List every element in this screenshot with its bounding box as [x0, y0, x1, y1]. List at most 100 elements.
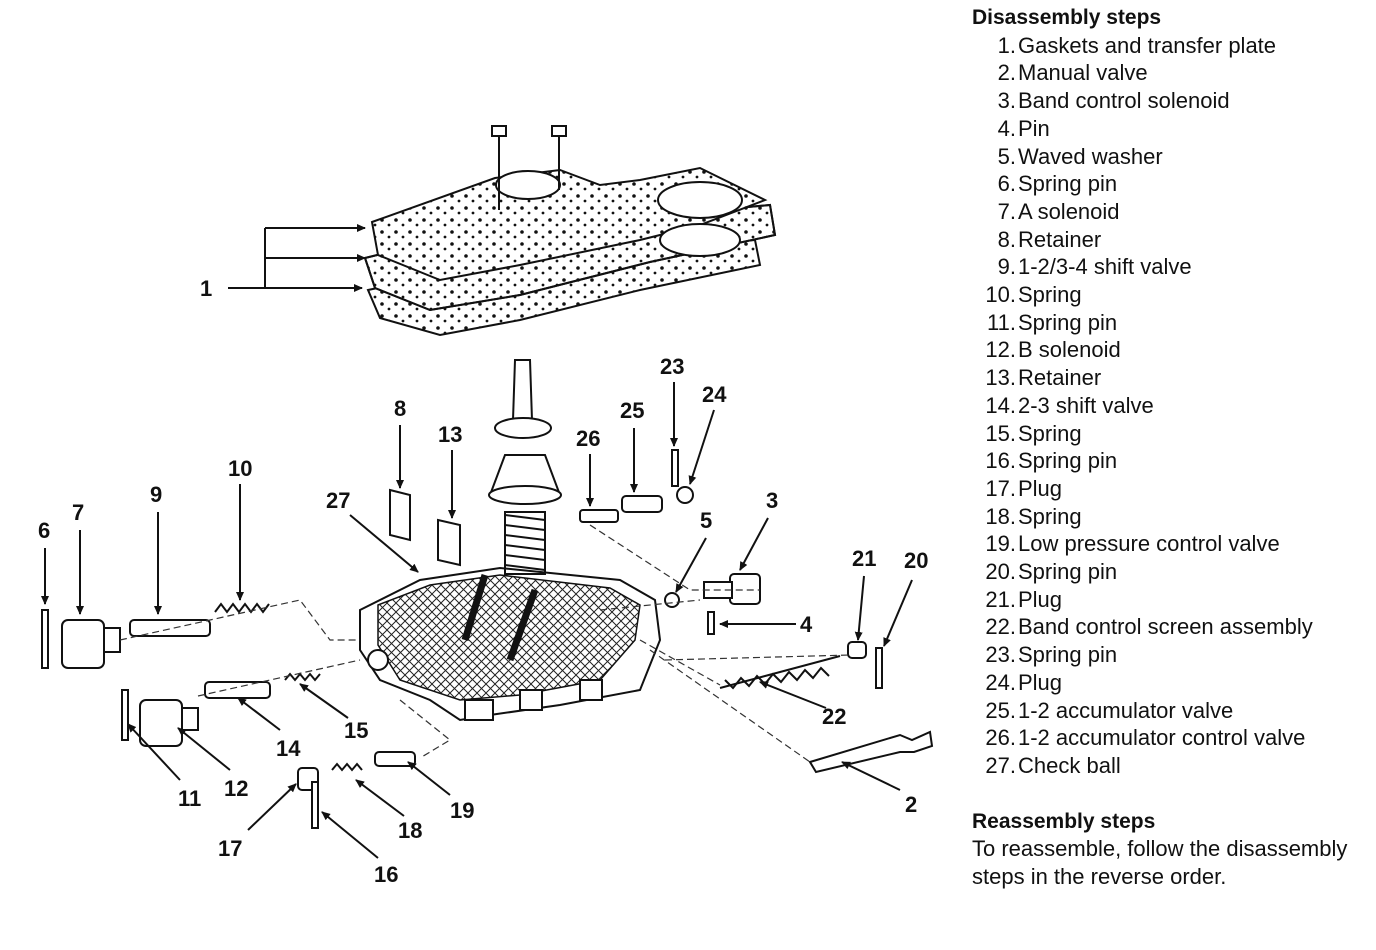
step-number: 15.: [985, 420, 1016, 446]
callout-3: 3: [766, 488, 778, 513]
disassembly-step: 20.Spring pin: [972, 558, 1372, 586]
leader-lines: [41, 382, 913, 859]
callout-6: 6: [38, 518, 50, 543]
valve-body-foot-2: [519, 689, 543, 711]
disassembly-step: 9.1-2/3-4 shift valve: [972, 253, 1372, 281]
step-text: Band control solenoid: [1018, 88, 1230, 114]
disassembly-step: 27.Check ball: [972, 752, 1372, 780]
legend-panel: Disassembly steps 1.Gaskets and transfer…: [972, 4, 1372, 891]
disassembly-step: 10.Spring: [972, 281, 1372, 309]
valve-body: [359, 566, 662, 722]
check-ball-arrow-1: [461, 573, 489, 642]
step-text: 1-2 accumulator control valve: [1018, 725, 1306, 751]
spring-column: [504, 511, 546, 575]
step-text: Waved washer: [1018, 143, 1163, 169]
plate-large-opening-2: [659, 223, 741, 257]
callout-10: 10: [228, 456, 252, 481]
disassembly-step: 11.Spring pin: [972, 309, 1372, 337]
band-control-screen-22: [719, 655, 841, 689]
step-text: 1-2 accumulator valve: [1018, 697, 1234, 723]
pin-4: [707, 611, 715, 635]
valve-body-foot-3: [579, 679, 603, 701]
reassembly-text: To reassemble, follow the disassembly st…: [972, 836, 1348, 890]
callout-1: 1: [200, 276, 212, 301]
disassembly-step: 14.2-3 shift valve: [972, 392, 1372, 420]
low-pressure-valve-19: [374, 751, 416, 767]
callout-15: 15: [344, 718, 368, 743]
plug-21: [847, 641, 867, 659]
disassembly-step: 26.1-2 accumulator control valve: [972, 724, 1372, 752]
spring-18: [331, 762, 363, 772]
step-number: 4.: [997, 115, 1016, 141]
cap-base: [488, 485, 562, 505]
disassembly-step: 8.Retainer: [972, 226, 1372, 254]
callout-11: 11: [178, 786, 201, 811]
disassembly-step: 21.Plug: [972, 586, 1372, 614]
accumulator-control-valve-26: [579, 509, 619, 523]
plug-24: [676, 486, 694, 504]
disassembly-step: 19.Low pressure control valve: [972, 530, 1372, 558]
callout-13: 13: [438, 422, 462, 447]
step-number: 14.: [985, 392, 1016, 418]
disassembly-step: 16.Spring pin: [972, 447, 1372, 475]
disassembly-step: 3.Band control solenoid: [972, 87, 1372, 115]
spring-pin-6: [41, 609, 49, 669]
shift-valve-14: [204, 681, 271, 699]
callout-4: 4: [800, 612, 813, 637]
step-number: 19.: [985, 531, 1016, 557]
step-number: 10.: [985, 282, 1016, 308]
center-stack: [488, 359, 562, 575]
spring-15: [284, 672, 321, 682]
disassembly-step: 13.Retainer: [972, 364, 1372, 392]
step-text: Pin: [1018, 115, 1050, 141]
disassembly-step: 17.Plug: [972, 475, 1372, 503]
step-text: Manual valve: [1018, 60, 1148, 86]
solenoid-a: [61, 619, 121, 669]
callout-24: 24: [702, 382, 727, 407]
callout-8: 8: [394, 396, 406, 421]
disassembly-step: 22.Band control screen assembly: [972, 613, 1372, 641]
retainer-8: [389, 488, 411, 542]
callout-27: 27: [326, 488, 350, 513]
step-text: Retainer: [1018, 226, 1102, 252]
plate-large-opening-1: [657, 181, 743, 219]
step-text: Check ball: [1018, 752, 1121, 778]
callout-2: 2: [905, 792, 917, 817]
step-number: 2.: [997, 60, 1016, 86]
disassembly-step: 7.A solenoid: [972, 198, 1372, 226]
disassembly-step: 25.1-2 accumulator valve: [972, 697, 1372, 725]
disassembly-step: 23.Spring pin: [972, 641, 1372, 669]
step-number: 5.: [997, 143, 1016, 169]
disassembly-step: 5.Waved washer: [972, 143, 1372, 171]
step-text: Retainer: [1018, 365, 1102, 391]
disassembly-step: 1.Gaskets and transfer plate: [972, 32, 1372, 60]
waved-ring: [494, 417, 552, 439]
step-text: Spring pin: [1018, 642, 1118, 668]
step-number: 27.: [985, 752, 1016, 778]
callout-19: 19: [450, 798, 474, 823]
spring-pin-23: [671, 449, 679, 487]
spring-pin-20: [875, 647, 883, 689]
band-control-screen-22-coil: [724, 666, 830, 690]
band-control-solenoid: [703, 573, 761, 605]
spring-10: [214, 602, 270, 614]
disassembly-step: 12.B solenoid: [972, 336, 1372, 364]
step-text: A solenoid: [1018, 198, 1120, 224]
callout-1-leader: [228, 224, 366, 292]
callout-9: 9: [150, 482, 162, 507]
step-number: 8.: [997, 226, 1016, 252]
step-text: Spring: [1018, 282, 1082, 308]
step-text: Spring pin: [1018, 171, 1118, 197]
plate-bolt-right: [551, 125, 567, 190]
step-text: Plug: [1018, 586, 1063, 612]
disassembly-step: 6.Spring pin: [972, 170, 1372, 198]
callout-7: 7: [72, 500, 84, 525]
callout-17: 17: [218, 836, 242, 861]
step-number: 20.: [985, 559, 1016, 585]
step-number: 16.: [985, 448, 1016, 474]
step-number: 25.: [985, 697, 1016, 723]
spring-pin-11: [121, 689, 129, 741]
valve-body-foot-1: [464, 699, 494, 721]
